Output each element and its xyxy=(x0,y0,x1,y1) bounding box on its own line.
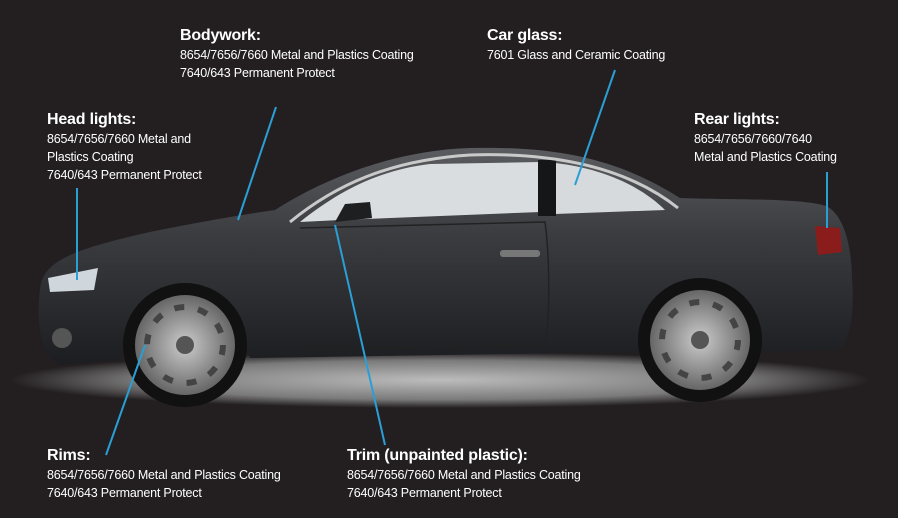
rear-wheel xyxy=(638,278,762,402)
door-handle xyxy=(500,250,540,257)
callout-line: 8654/7656/7660 Metal and Plastics Coatin… xyxy=(180,48,414,62)
callout-line: 7640/643 Permanent Protect xyxy=(47,168,202,182)
roof-chrome xyxy=(289,153,679,224)
callout-line: Metal and Plastics Coating xyxy=(694,150,837,164)
callout-title: Rims: xyxy=(47,447,91,464)
mirror xyxy=(335,202,372,222)
callout-line: 7640/643 Permanent Protect xyxy=(180,66,335,80)
callout-head-lights: Head lights: 8654/7656/7660 Metal and Pl… xyxy=(47,110,202,184)
callout-line-rims xyxy=(105,344,146,456)
callout-line: 8654/7656/7660/7640 xyxy=(694,132,812,146)
callout-line: 7640/643 Permanent Protect xyxy=(347,486,502,500)
callout-title: Bodywork: xyxy=(180,27,261,44)
callout-rear-lights: Rear lights: 8654/7656/7660/7640 Metal a… xyxy=(694,110,837,166)
callout-line: 8654/7656/7660 Metal and Plastics Coatin… xyxy=(347,468,581,482)
callout-rims: Rims: 8654/7656/7660 Metal and Plastics … xyxy=(47,446,281,502)
callout-line: 7601 Glass and Ceramic Coating xyxy=(487,48,666,62)
callout-title: Trim (unpainted plastic): xyxy=(347,447,528,464)
front-wheel xyxy=(123,283,247,407)
callout-line-car-glass xyxy=(574,69,616,186)
callout-title: Rear lights: xyxy=(694,111,780,128)
window-rear xyxy=(555,163,665,214)
callout-car-glass: Car glass: 7601 Glass and Ceramic Coatin… xyxy=(487,26,665,64)
callout-bodywork: Bodywork: 8654/7656/7660 Metal and Plast… xyxy=(180,26,414,82)
callout-line: Plastics Coating xyxy=(47,150,134,164)
callout-line-bodywork xyxy=(237,106,277,221)
callout-line: 8654/7656/7660 Metal and Plastics Coatin… xyxy=(47,468,281,482)
callout-line: 7640/643 Permanent Protect xyxy=(47,486,202,500)
b-pillar xyxy=(538,160,556,216)
callout-trim: Trim (unpainted plastic): 8654/7656/7660… xyxy=(347,446,581,502)
callout-line-trim xyxy=(334,224,386,446)
callout-lines xyxy=(76,69,828,456)
callout-title: Head lights: xyxy=(47,111,137,128)
callout-title: Car glass: xyxy=(487,27,563,44)
door-line xyxy=(299,221,550,351)
headlight xyxy=(48,268,98,292)
fog-light xyxy=(52,328,72,348)
taillight xyxy=(815,226,842,255)
callout-line: 8654/7656/7660 Metal and xyxy=(47,132,191,146)
